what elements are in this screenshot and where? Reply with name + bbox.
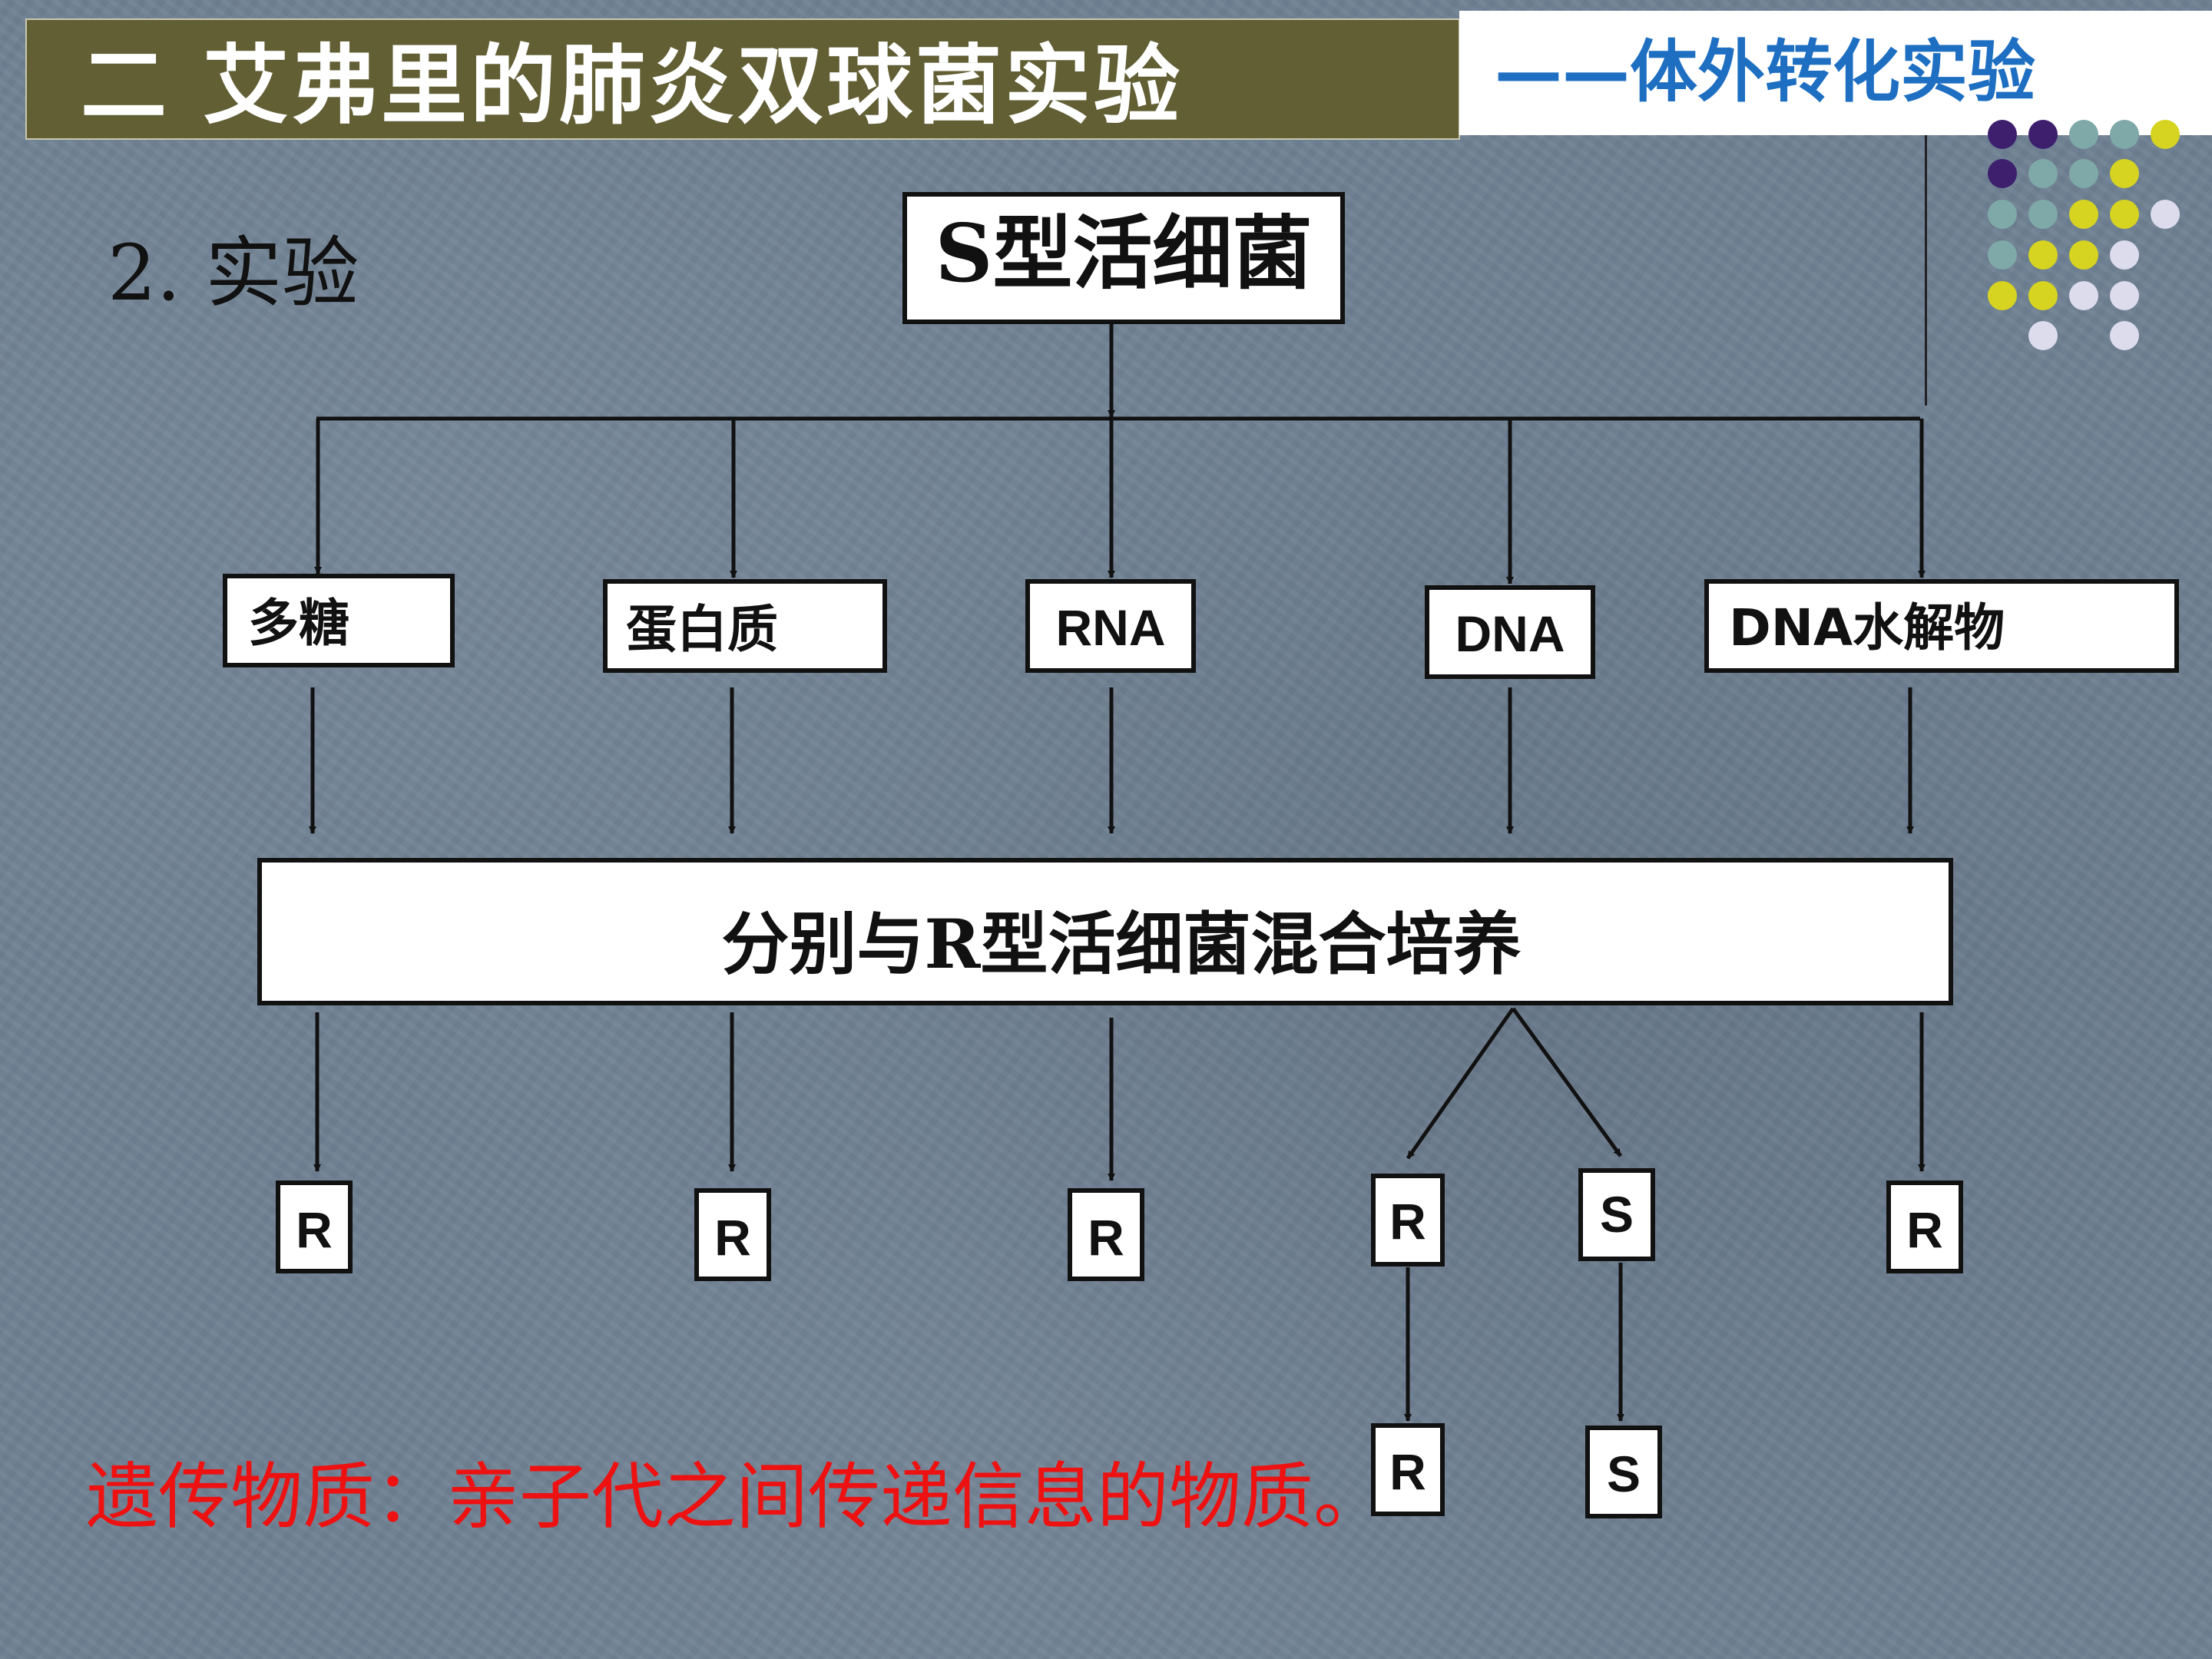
component-label-protein: 蛋白质 (626, 600, 778, 659)
decorative-dot (2028, 120, 2058, 149)
decorative-dot (2028, 321, 2058, 350)
culture-box: 分别与R型活细菌混合培养 (257, 858, 1953, 1005)
component-label-dna-hydrolysate: DNA水解物 (1729, 598, 2005, 657)
culture-label: 分别与R型活细菌混合培养 (721, 904, 1521, 984)
component-box-protein (603, 579, 887, 673)
decorative-dot (2028, 240, 2058, 270)
component-boxes (223, 574, 2179, 679)
decorative-dot (2110, 281, 2139, 310)
result-box-5 (1578, 1168, 1655, 1261)
offspring-box-r (1371, 1423, 1445, 1516)
offspring-labels: R S (1389, 1443, 1641, 1502)
component-label-polysaccharide: 多糖 (248, 594, 349, 653)
component-box-dna (1425, 585, 1595, 679)
result-box-6 (1886, 1181, 1963, 1273)
decorative-divider (1925, 135, 1927, 406)
decorative-dot (2110, 240, 2139, 270)
arrow-culture-to-result-r (1406, 1007, 1515, 1160)
result-labels: R R R R S R (296, 1186, 1943, 1266)
decorative-dot (2069, 200, 2098, 229)
decorative-dot (2110, 321, 2139, 350)
slide-subtitle: ——体外转化实验 (1495, 32, 2036, 111)
component-box-polysaccharide (223, 574, 455, 667)
decorative-dot (2110, 200, 2139, 229)
decorative-dot (2069, 120, 2098, 149)
component-box-rna (1025, 579, 1196, 673)
component-label-dna: DNA (1455, 605, 1565, 662)
offspring-label-r: R (1389, 1443, 1426, 1500)
decorative-dot (2151, 200, 2180, 229)
result-label-1: R (296, 1201, 333, 1258)
decorative-dot (2028, 159, 2058, 188)
result-box-4 (1371, 1174, 1445, 1267)
offspring-label-s: S (1607, 1445, 1641, 1502)
decorative-dot (1988, 240, 2017, 270)
offspring-boxes (1371, 1423, 1662, 1518)
result-label-4: R (1389, 1193, 1426, 1250)
source-box: S型活细菌 (902, 192, 1345, 324)
result-label-3: R (1088, 1209, 1124, 1266)
decorative-dot (2069, 240, 2098, 270)
connector-lines (309, 323, 1926, 1422)
decorative-dot (2151, 120, 2180, 149)
arrow-culture-to-result-s (1511, 1007, 1623, 1157)
result-label-2: R (714, 1209, 751, 1266)
title-bar: 二 艾弗里的肺炎双球菌实验 (25, 18, 1460, 140)
decorative-dot (1988, 159, 2017, 188)
decorative-dot (2110, 120, 2139, 149)
genetic-material-note: 遗传物质：亲子代之间传递信息的物质。 (86, 1455, 1386, 1539)
offspring-box-s (1585, 1426, 1662, 1518)
component-box-dna-hydrolysate (1704, 579, 2179, 673)
result-box-2 (694, 1188, 771, 1281)
decorative-dot (2069, 159, 2098, 188)
decorative-dot (1988, 120, 2017, 149)
decorative-dot (1988, 200, 2017, 229)
slide-title: 二 艾弗里的肺炎双球菌实验 (81, 36, 1183, 136)
result-box-1 (276, 1181, 353, 1273)
section-heading: 2. 实验 (108, 228, 359, 318)
result-boxes (276, 1168, 1963, 1281)
subtitle-box: ——体外转化实验 (1459, 11, 2212, 135)
decorative-dot (2110, 159, 2139, 188)
decorative-dot (2069, 281, 2098, 310)
result-label-5: S (1600, 1186, 1634, 1243)
decorative-dot (2028, 200, 2058, 229)
decorative-dot (1988, 281, 2017, 310)
component-labels: 多糖 蛋白质 RNA DNA DNA水解物 (248, 594, 2005, 662)
decorative-dot (2028, 281, 2058, 310)
source-label: S型活细菌 (935, 206, 1312, 300)
result-box-3 (1068, 1188, 1144, 1281)
component-label-rna: RNA (1056, 599, 1166, 656)
result-label-6: R (1906, 1201, 1943, 1258)
